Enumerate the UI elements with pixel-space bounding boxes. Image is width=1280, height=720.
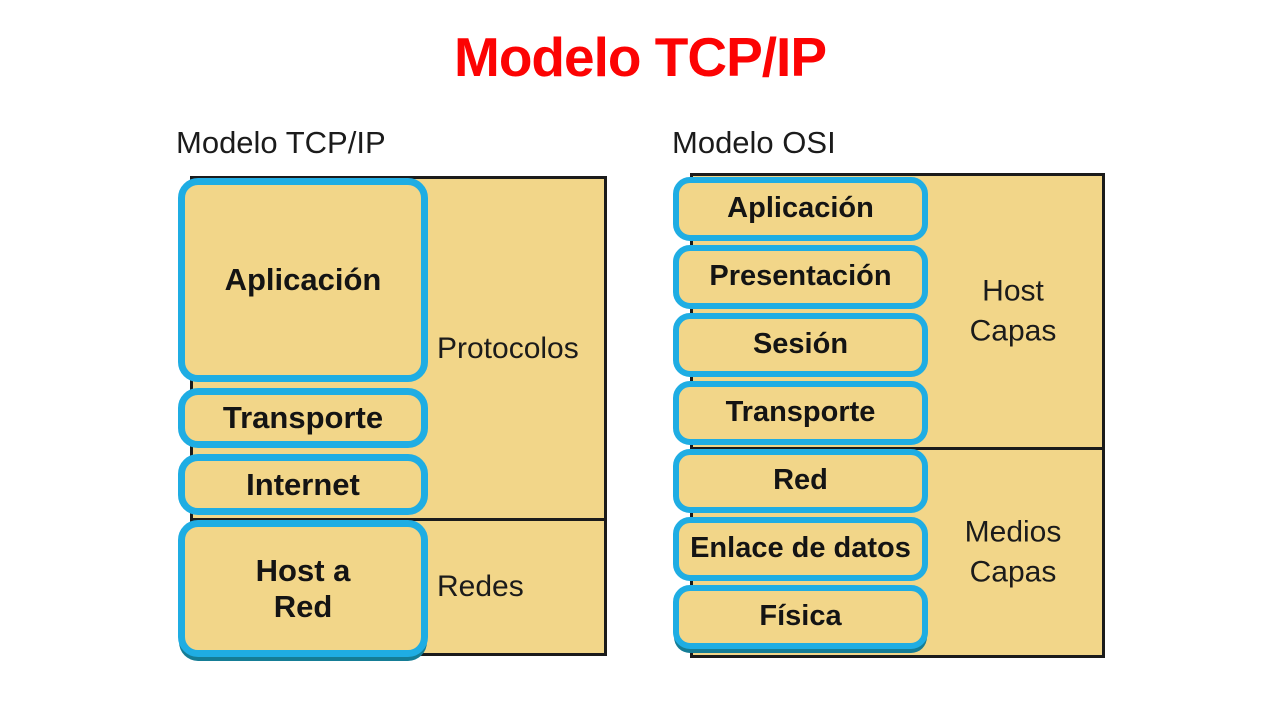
osi-layer-presentacion: Presentación (673, 245, 928, 309)
osi-layer-enlace-de-datos: Enlace de datos (673, 517, 928, 581)
osi-layer-fisica: Física (673, 585, 928, 649)
tcpip-region-redes-label: Redes (437, 569, 524, 603)
osi-layer-transporte: Transporte (673, 381, 928, 445)
osi-region-host-capas-label: Host Capas (969, 274, 1057, 348)
tcpip-layer-aplicacion: Aplicación (178, 178, 428, 382)
osi-region-medios-capas-label: Medios Capas (964, 515, 1062, 589)
tcpip-region-protocolos-label: Protocolos (437, 331, 579, 365)
tcpip-region-protocolos: Protocolos (193, 179, 604, 518)
osi-layer-red: Red (673, 449, 928, 513)
osi-heading: Modelo OSI (672, 125, 836, 160)
tcpip-region-redes: Redes (193, 518, 604, 653)
tcpip-layer-host-a-red: Host a Red (178, 520, 428, 657)
tcpip-heading: Modelo TCP/IP (176, 125, 386, 160)
tcpip-layer-transporte: Transporte (178, 388, 428, 448)
slide-title: Modelo TCP/IP (454, 26, 827, 88)
osi-region-medios-capas: Medios Capas (693, 447, 1102, 655)
osi-region-host-capas: Host Capas (693, 176, 1102, 447)
osi-layer-sesion: Sesión (673, 313, 928, 377)
osi-layer-aplicacion: Aplicación (673, 177, 928, 241)
tcpip-layer-internet: Internet (178, 454, 428, 515)
